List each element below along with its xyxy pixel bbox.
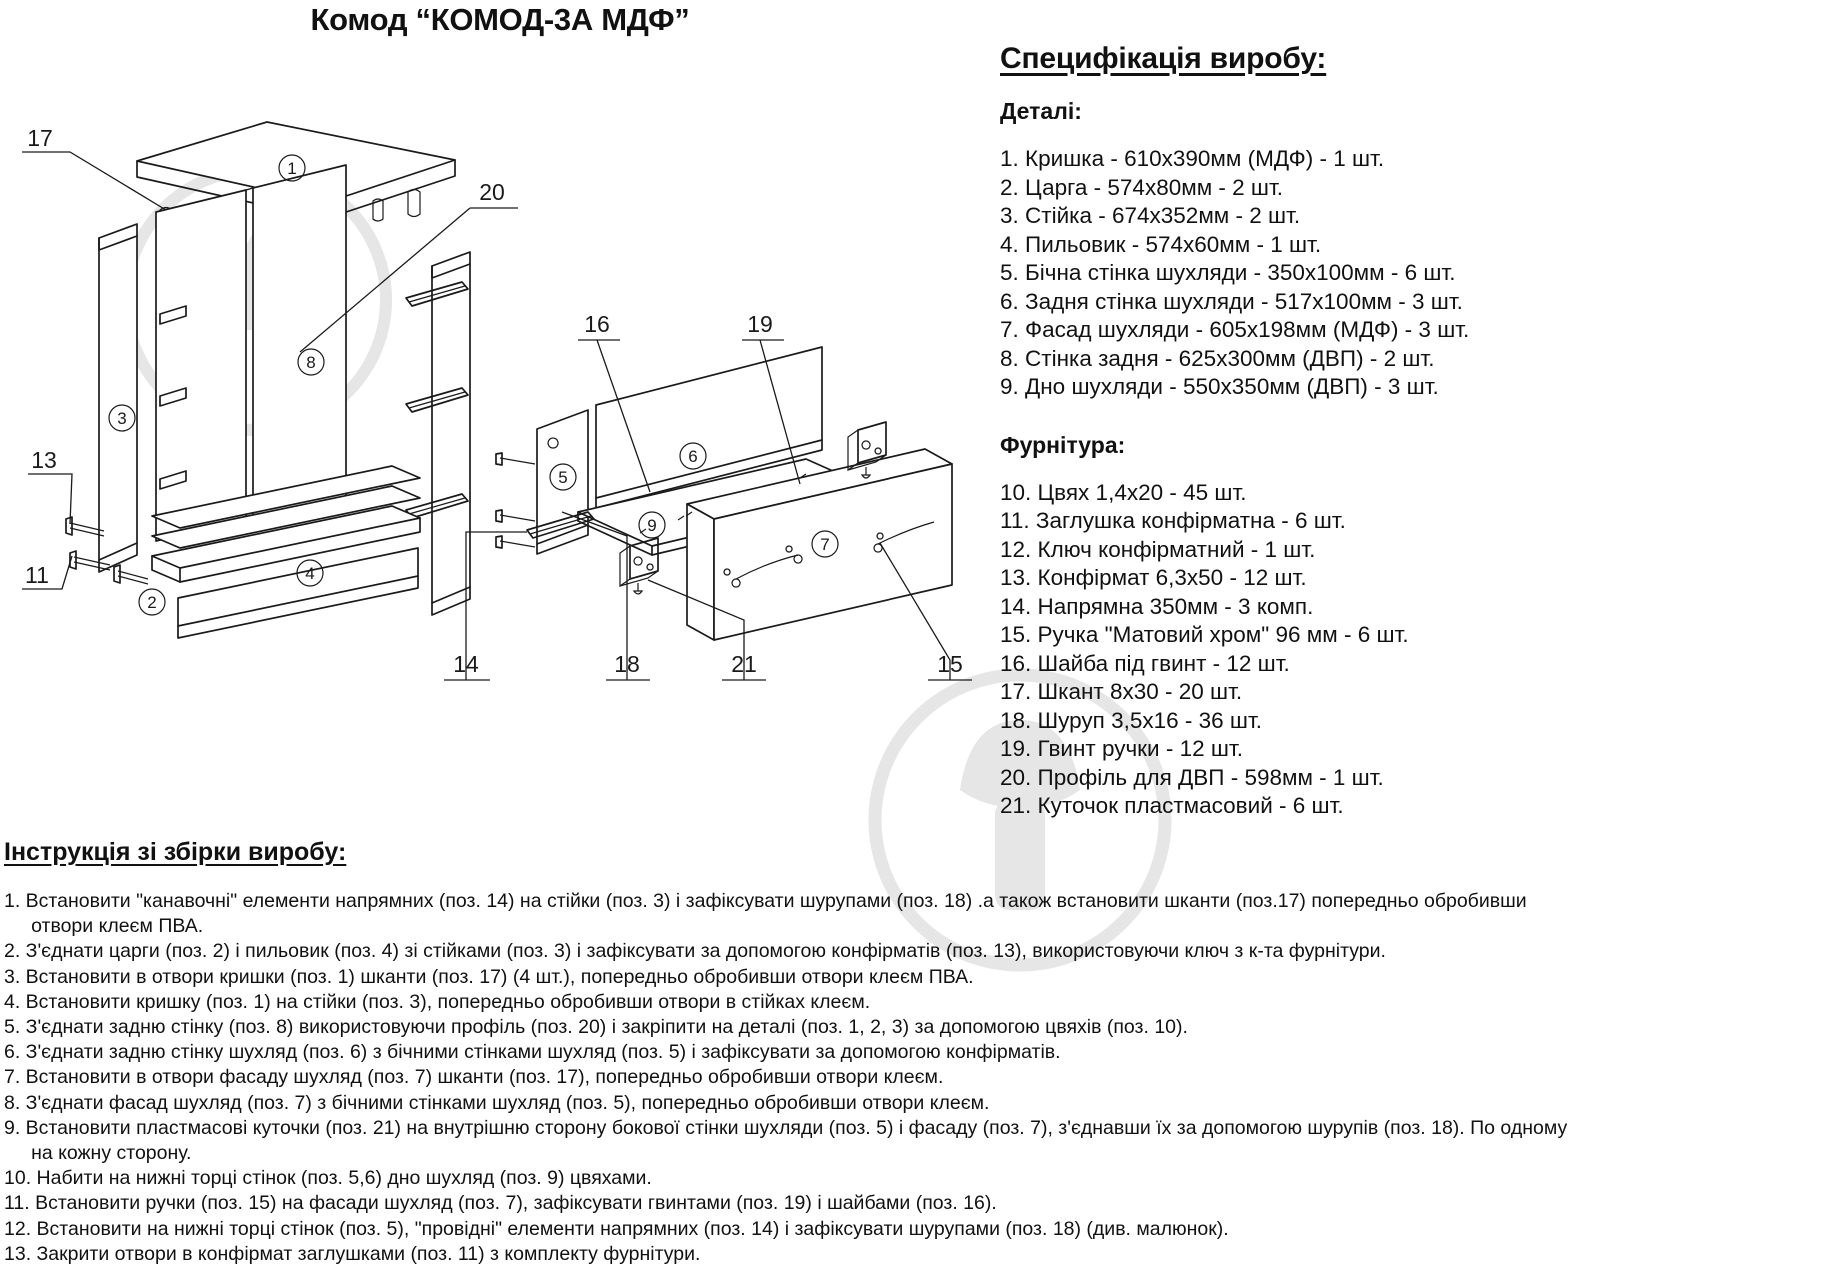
svg-text:15: 15: [937, 651, 963, 677]
part-drawer-front: [686, 448, 953, 641]
part-drawer-runner-set: [405, 281, 469, 519]
circled-callout: 9: [638, 511, 666, 539]
svg-text:13: 13: [31, 447, 57, 473]
circled-callout: 2: [138, 588, 166, 616]
circled-callout: 4: [296, 559, 324, 587]
instruction-step: 2. З'єднати царги (поз. 2) і пильовик (п…: [4, 940, 1386, 963]
circled-callout: 5: [549, 463, 577, 491]
circled-callout: 7: [811, 530, 839, 558]
instruction-step: 12. Встановити на нижні торці стінок (по…: [4, 1217, 1229, 1240]
hardware-list-item: 18. Шуруп 3,5х16 - 36 шт.: [1000, 707, 1263, 733]
instruction-step: 3. Встановити в отвори кришки (поз. 1) ш…: [4, 965, 974, 988]
instruction-step: 11. Встановити ручки (поз. 15) на фасади…: [4, 1192, 997, 1215]
assembly-instructions: Інструкція зі збірки виробу: 1. Встанови…: [4, 838, 1825, 1267]
svg-text:19: 19: [747, 311, 773, 337]
instruction-step: 8. З'єднати фасад шухляд (поз. 7) з бічн…: [4, 1091, 990, 1114]
hardware-list-item: 13. Конфірмат 6,3х50 - 12 шт.: [1000, 565, 1307, 590]
hardware-list-item: 15. Ручка "Матовий хром" 96 мм - 6 шт.: [1000, 622, 1409, 647]
part-rails-stack: [151, 465, 421, 639]
part-side-panel-right: [431, 251, 471, 616]
instruction-step: 6. З'єднати задню стінку шухляд (поз. 6)…: [4, 1041, 1061, 1064]
instruction-step: 10. Набити на нижні торці стінок (поз. 5…: [4, 1167, 652, 1190]
parts-list-item: 8. Стінка задня - 625х300мм (ДВП) - 2 шт…: [1000, 345, 1435, 371]
hardware-list-item: 20. Профіль для ДВП - 598мм - 1 шт.: [1000, 764, 1384, 790]
circled-callout: 6: [679, 442, 707, 470]
parts-list-item: 9. Дно шухляди - 550х350мм (ДВП) - 3 шт.: [1000, 374, 1439, 399]
part-nails: [639, 473, 807, 534]
instructions-heading: Інструкція зі збірки виробу:: [4, 838, 347, 866]
svg-text:8: 8: [306, 353, 315, 372]
hardware-list-item: 12. Ключ конфірматний - 1 шт.: [1000, 536, 1316, 562]
specification-heading: Специфікація виробу:: [1000, 42, 1327, 75]
hardware-list-item: 19. Гвинт ручки - 12 шт.: [1000, 736, 1243, 761]
parts-list-item: 2. Царга - 574х80мм - 2 шт.: [1000, 174, 1284, 200]
svg-text:21: 21: [731, 651, 757, 677]
hardware-list: 10. Цвях 1,4х20 - 45 шт. 11. Заглушка ко…: [1000, 479, 1820, 821]
page-title: Комод “КОМОД-3А МДФ”: [310, 2, 690, 37]
part-plastic-corner-bottom: [619, 537, 659, 595]
part-screws-right: [495, 452, 536, 549]
svg-text:2: 2: [147, 593, 156, 612]
instruction-step: 4. Встановити кришку (поз. 1) на стійки …: [4, 990, 871, 1013]
part-side-panel-left: [98, 223, 138, 573]
instruction-step: 5. З'єднати задню стінку (поз. 8) викори…: [4, 1016, 1188, 1039]
svg-text:9: 9: [647, 516, 656, 535]
svg-text:1: 1: [287, 159, 296, 178]
specification-panel: Специфікація виробу: Деталі: 1. Кришка -…: [1000, 42, 1820, 851]
part-drawer-back-wall: [595, 346, 823, 509]
svg-text:5: 5: [558, 468, 567, 487]
svg-text:14: 14: [453, 651, 479, 677]
parts-list-item: 1. Кришка - 610х390мм (МДФ) - 1 шт.: [1000, 146, 1385, 171]
hardware-heading: Фурнітура:: [1000, 431, 1126, 458]
instruction-step: 9. Встановити пластмасові куточки (поз. …: [4, 1116, 1568, 1165]
hardware-list-item: 14. Напрямна 350мм - 3 комп.: [1000, 593, 1314, 619]
svg-text:6: 6: [688, 447, 697, 466]
parts-list-item: 5. Бічна стінка шухляди - 350х100мм - 6 …: [1000, 260, 1456, 285]
exploded-assembly-diagram: 1 2 3 4 5 6 7 8 9 17 20 13 11 16 19 14 1…: [22, 121, 972, 681]
instruction-step: 13. Закрити отвори в конфірмат заглушкам…: [4, 1242, 701, 1265]
parts-list-item: 4. Пильовик - 574х60мм - 1 шт.: [1000, 231, 1322, 257]
hardware-list-item: 17. Шкант 8х30 - 20 шт.: [1000, 679, 1243, 704]
svg-text:7: 7: [820, 535, 829, 554]
svg-text:3: 3: [117, 409, 126, 428]
svg-text:11: 11: [25, 562, 49, 588]
part-plastic-corner-top: [847, 421, 887, 479]
instruction-step: 7. Встановити в отвори фасаду шухляд (по…: [4, 1066, 944, 1089]
svg-text:20: 20: [479, 179, 505, 205]
parts-list: 1. Кришка - 610х390мм (МДФ) - 1 шт. 2. Ц…: [1000, 145, 1820, 402]
instruction-steps: 1. Встановити "канавочні" елементи напря…: [4, 889, 1825, 1267]
hardware-list-item: 21. Куточок пластмасовий - 6 шт.: [1000, 793, 1344, 818]
hardware-list-item: 10. Цвях 1,4х20 - 45 шт.: [1000, 479, 1247, 505]
svg-text:17: 17: [27, 125, 53, 151]
hardware-list-item: 16. Шайба під гвинт - 12 шт.: [1000, 650, 1290, 676]
hardware-list-item: 11. Заглушка конфірматна - 6 шт.: [1000, 508, 1346, 533]
parts-list-item: 3. Стійка - 674х352мм - 2 шт.: [1000, 203, 1301, 228]
instruction-step: 1. Встановити "канавочні" елементи напря…: [4, 890, 1527, 938]
parts-list-item: 6. Задня стінка шухляди - 517х100мм - 3 …: [1000, 288, 1463, 314]
parts-heading: Деталі:: [1000, 98, 1082, 124]
svg-text:18: 18: [614, 651, 640, 677]
parts-list-item: 7. Фасад шухляди - 605х198мм (МДФ) - 3 ш…: [1000, 317, 1470, 342]
part-handle: [723, 521, 935, 588]
svg-text:16: 16: [584, 311, 610, 337]
svg-text:4: 4: [305, 564, 314, 583]
